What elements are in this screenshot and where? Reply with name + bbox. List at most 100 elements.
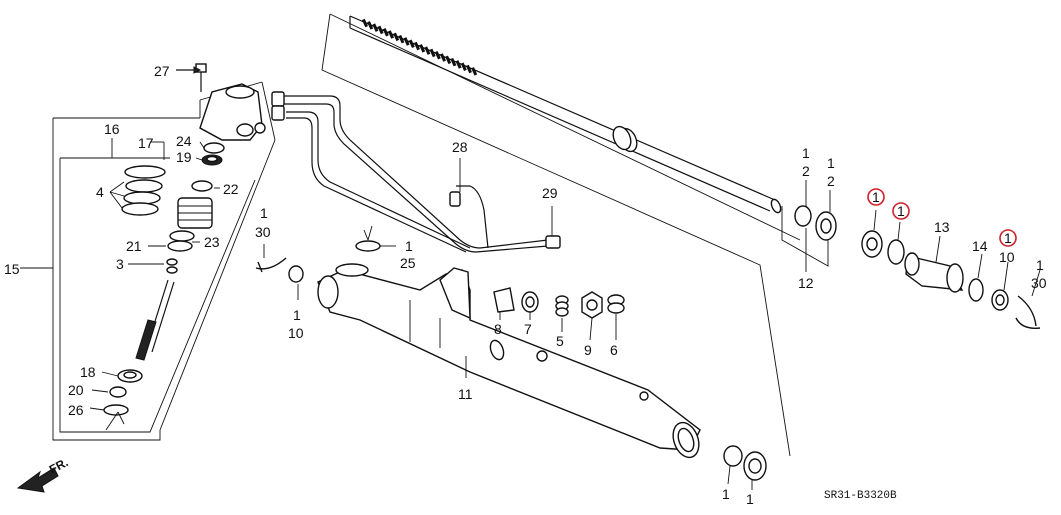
callout-6: 6	[610, 342, 618, 358]
rack-tooth	[388, 30, 394, 39]
rack-boot-13	[904, 252, 964, 293]
seal-3-a	[166, 258, 178, 266]
gearbox-small-parts	[255, 240, 625, 319]
rack-tooth	[408, 39, 415, 49]
fitting-28	[449, 191, 461, 207]
seal-rings-4	[109, 165, 166, 216]
steering-rack	[349, 15, 782, 214]
callout-9: 9	[584, 342, 592, 358]
callout-25: 25	[400, 255, 416, 271]
bolt-27	[176, 63, 207, 92]
callout-23: 23	[204, 234, 220, 250]
ring-23	[169, 230, 195, 242]
callout-17: 17	[138, 135, 154, 151]
rack-tooth	[398, 34, 405, 44]
seal-bottom-a	[723, 445, 743, 467]
callout-22: 22	[223, 181, 239, 197]
rack-tooth	[372, 23, 379, 32]
rack-tooth	[403, 37, 410, 46]
arrow-icon	[16, 467, 59, 493]
seal-3-b	[166, 266, 178, 274]
callout-12: 12	[798, 275, 814, 291]
spring-5	[555, 295, 569, 317]
guide-8	[493, 287, 515, 313]
right-bracket	[781, 206, 829, 267]
callout-3: 3	[116, 256, 124, 272]
rack-tooth	[429, 48, 436, 58]
pinion-box-inner	[59, 158, 256, 433]
callout-1-seal-b: 1	[897, 203, 905, 219]
callout-labels: 27 16 17 24 19 4 22 15 21 23 3 18 20 26 …	[4, 63, 1047, 507]
callout-7: 7	[524, 321, 532, 337]
callout-14: 14	[972, 238, 988, 254]
screw-6	[607, 294, 625, 314]
callout-1-clamp-right: 1	[1036, 257, 1044, 273]
callout-24: 24	[176, 133, 192, 149]
rack-group	[321, 13, 801, 457]
gearbox-housing-11	[317, 263, 701, 459]
pinion-box-outer	[52, 118, 161, 441]
leader-lines	[20, 138, 1041, 490]
bushing-10-left	[288, 265, 304, 283]
callout-1-clamp-left: 1	[260, 205, 268, 221]
callout-13: 13	[934, 219, 950, 235]
seal-2-a	[794, 205, 812, 227]
callout-16: 16	[104, 121, 120, 137]
callout-15: 15	[4, 261, 20, 277]
callout-2-seal-2a: 2	[802, 163, 810, 179]
rack-teeth	[362, 18, 478, 76]
right-side-parts	[723, 205, 1041, 481]
nut-20	[109, 386, 127, 398]
clamp-30-left	[255, 257, 287, 273]
fitting-29	[545, 235, 561, 249]
callout-5: 5	[556, 333, 564, 349]
seal-24	[203, 142, 225, 154]
ring-14	[968, 278, 984, 302]
callout-11: 11	[458, 386, 473, 402]
rack-tooth	[419, 44, 426, 53]
rack-tooth	[424, 46, 431, 55]
callout-1-bushing-left: 1	[293, 307, 301, 323]
seal-25	[355, 240, 381, 252]
rack-tooth	[434, 50, 441, 60]
callout-18: 18	[80, 364, 96, 380]
rack-tooth	[455, 60, 462, 69]
callout-1-bottom-a: 1	[722, 486, 730, 502]
callout-4: 4	[96, 184, 104, 200]
rack-tooth	[445, 55, 452, 65]
rack-tooth	[367, 21, 374, 30]
callout-26: 26	[68, 402, 84, 418]
callout-1-seal-25: 1	[405, 238, 413, 254]
callout-19: 19	[176, 149, 192, 165]
ring-21	[167, 240, 193, 252]
rack-group-outline	[321, 13, 791, 457]
rack-tooth	[450, 57, 457, 67]
callout-1-seal-a: 1	[872, 189, 880, 205]
callout-1-seal-2b: 1	[827, 155, 835, 171]
rack-tooth	[362, 18, 368, 28]
callout-10-bushing-right: 10	[999, 249, 1015, 265]
callout-2-seal-2b: 2	[827, 173, 835, 189]
callout-28: 28	[452, 139, 468, 155]
callout-30-clamp-right: 30	[1031, 275, 1047, 291]
valve-housing	[199, 83, 266, 141]
callout-10-bushing-left: 10	[288, 325, 304, 341]
highlight-marks	[867, 188, 1017, 247]
rack-tooth	[377, 25, 384, 35]
pinion-shaft	[135, 279, 175, 361]
rack-tooth	[471, 67, 478, 76]
rack-tooth	[382, 27, 389, 37]
clamp-30-right	[1015, 295, 1041, 329]
rack-tooth	[440, 53, 446, 62]
front-direction-arrow: FR.	[16, 455, 70, 493]
callout-1-bottom-b: 1	[746, 491, 754, 507]
highlight-circle-b	[892, 202, 910, 220]
rack-tooth	[460, 62, 467, 72]
callout-1-seal-2a: 1	[802, 145, 810, 161]
rack-tooth	[393, 32, 400, 42]
callout-29: 29	[542, 185, 558, 201]
valve-spool	[177, 197, 213, 229]
feed-lines	[271, 91, 561, 253]
callout-20: 20	[68, 382, 84, 398]
